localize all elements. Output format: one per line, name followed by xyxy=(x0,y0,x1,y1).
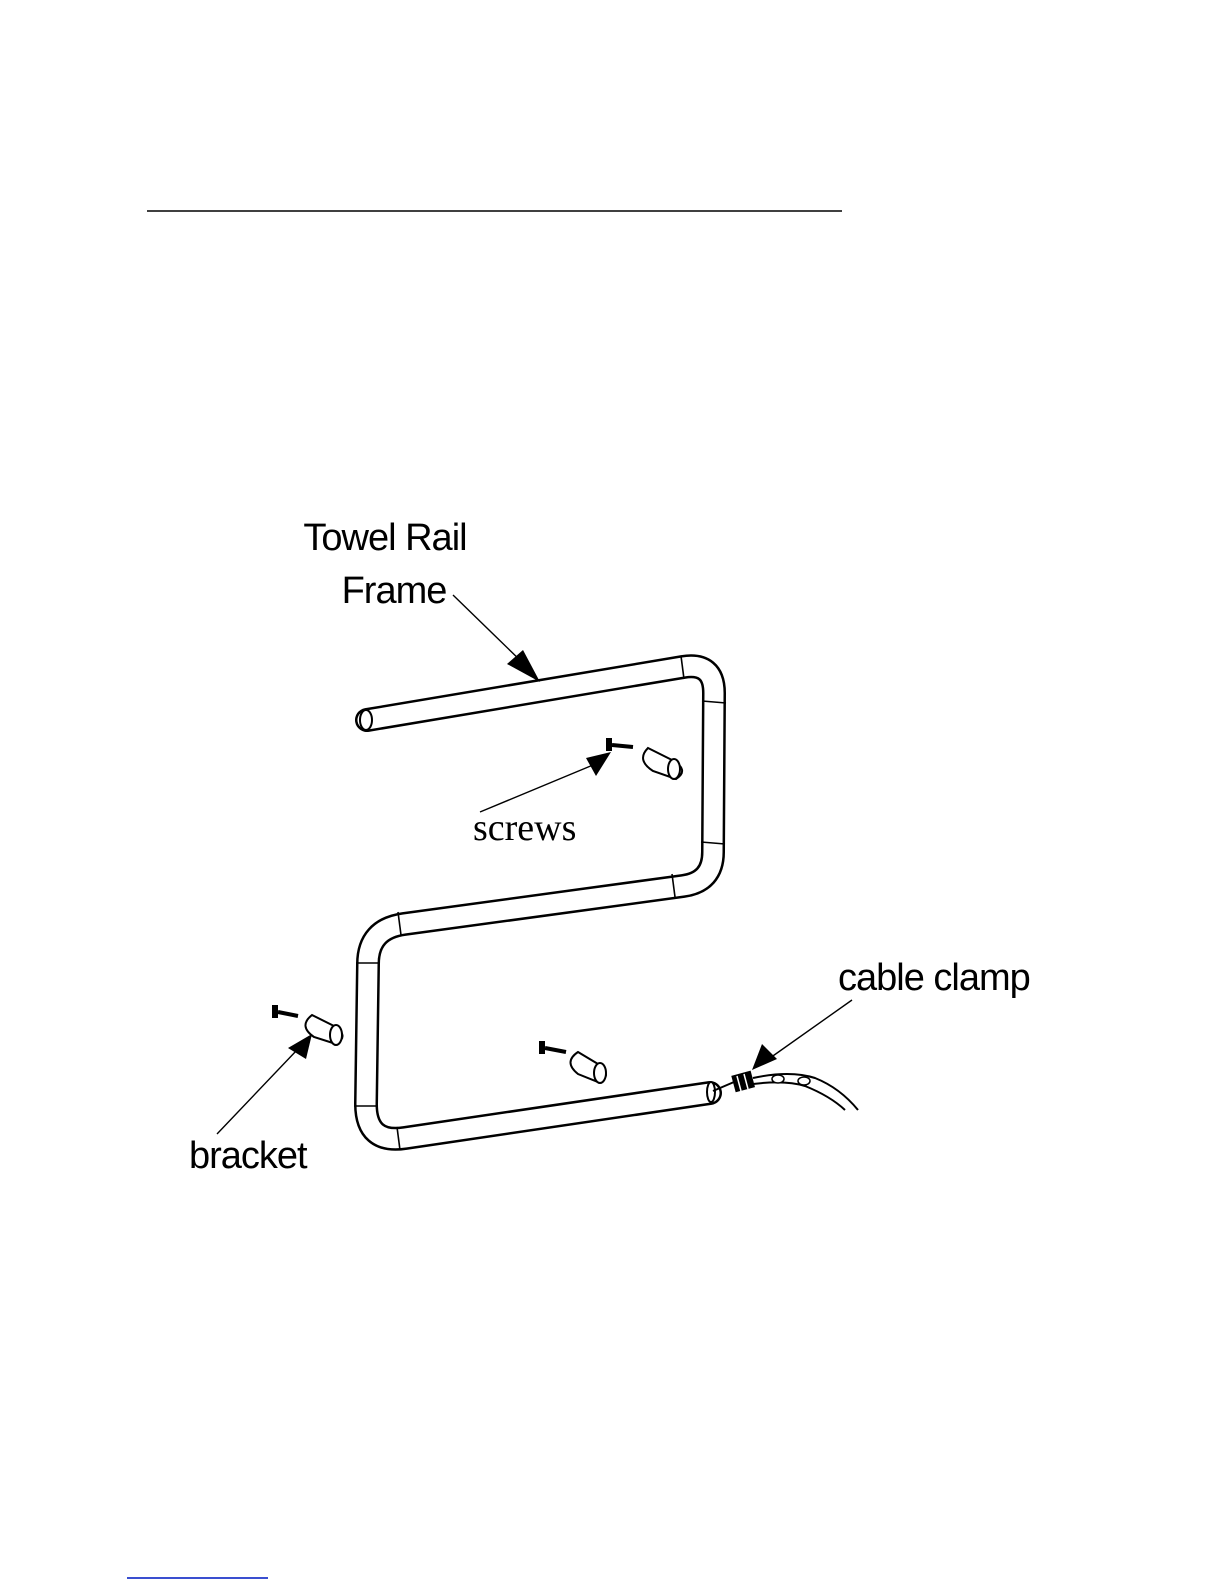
cable-clamp-label: cable clamp xyxy=(838,957,1030,999)
upper-screw xyxy=(606,738,633,751)
bracket-label: bracket xyxy=(189,1135,308,1177)
power-cable xyxy=(753,1074,858,1110)
screws-label: screws xyxy=(473,807,576,849)
cable-clamp-leader xyxy=(752,1000,852,1070)
tube-cable-end xyxy=(707,1082,715,1102)
upper-bracket xyxy=(643,748,682,779)
screws-leader xyxy=(480,752,611,812)
lower-screw xyxy=(539,1041,566,1054)
frame-label-line1: Towel Rail xyxy=(303,517,466,559)
frame-label-line2: Frame xyxy=(342,570,447,612)
lower-bracket xyxy=(571,1052,607,1083)
cable-clamp xyxy=(713,1071,755,1093)
tube-open-end xyxy=(360,710,372,730)
frame-leader xyxy=(453,595,540,682)
left-screw xyxy=(272,1005,298,1018)
towel-rail-frame xyxy=(354,656,726,1150)
left-bracket xyxy=(305,1015,342,1045)
bracket-leader xyxy=(217,1034,312,1134)
